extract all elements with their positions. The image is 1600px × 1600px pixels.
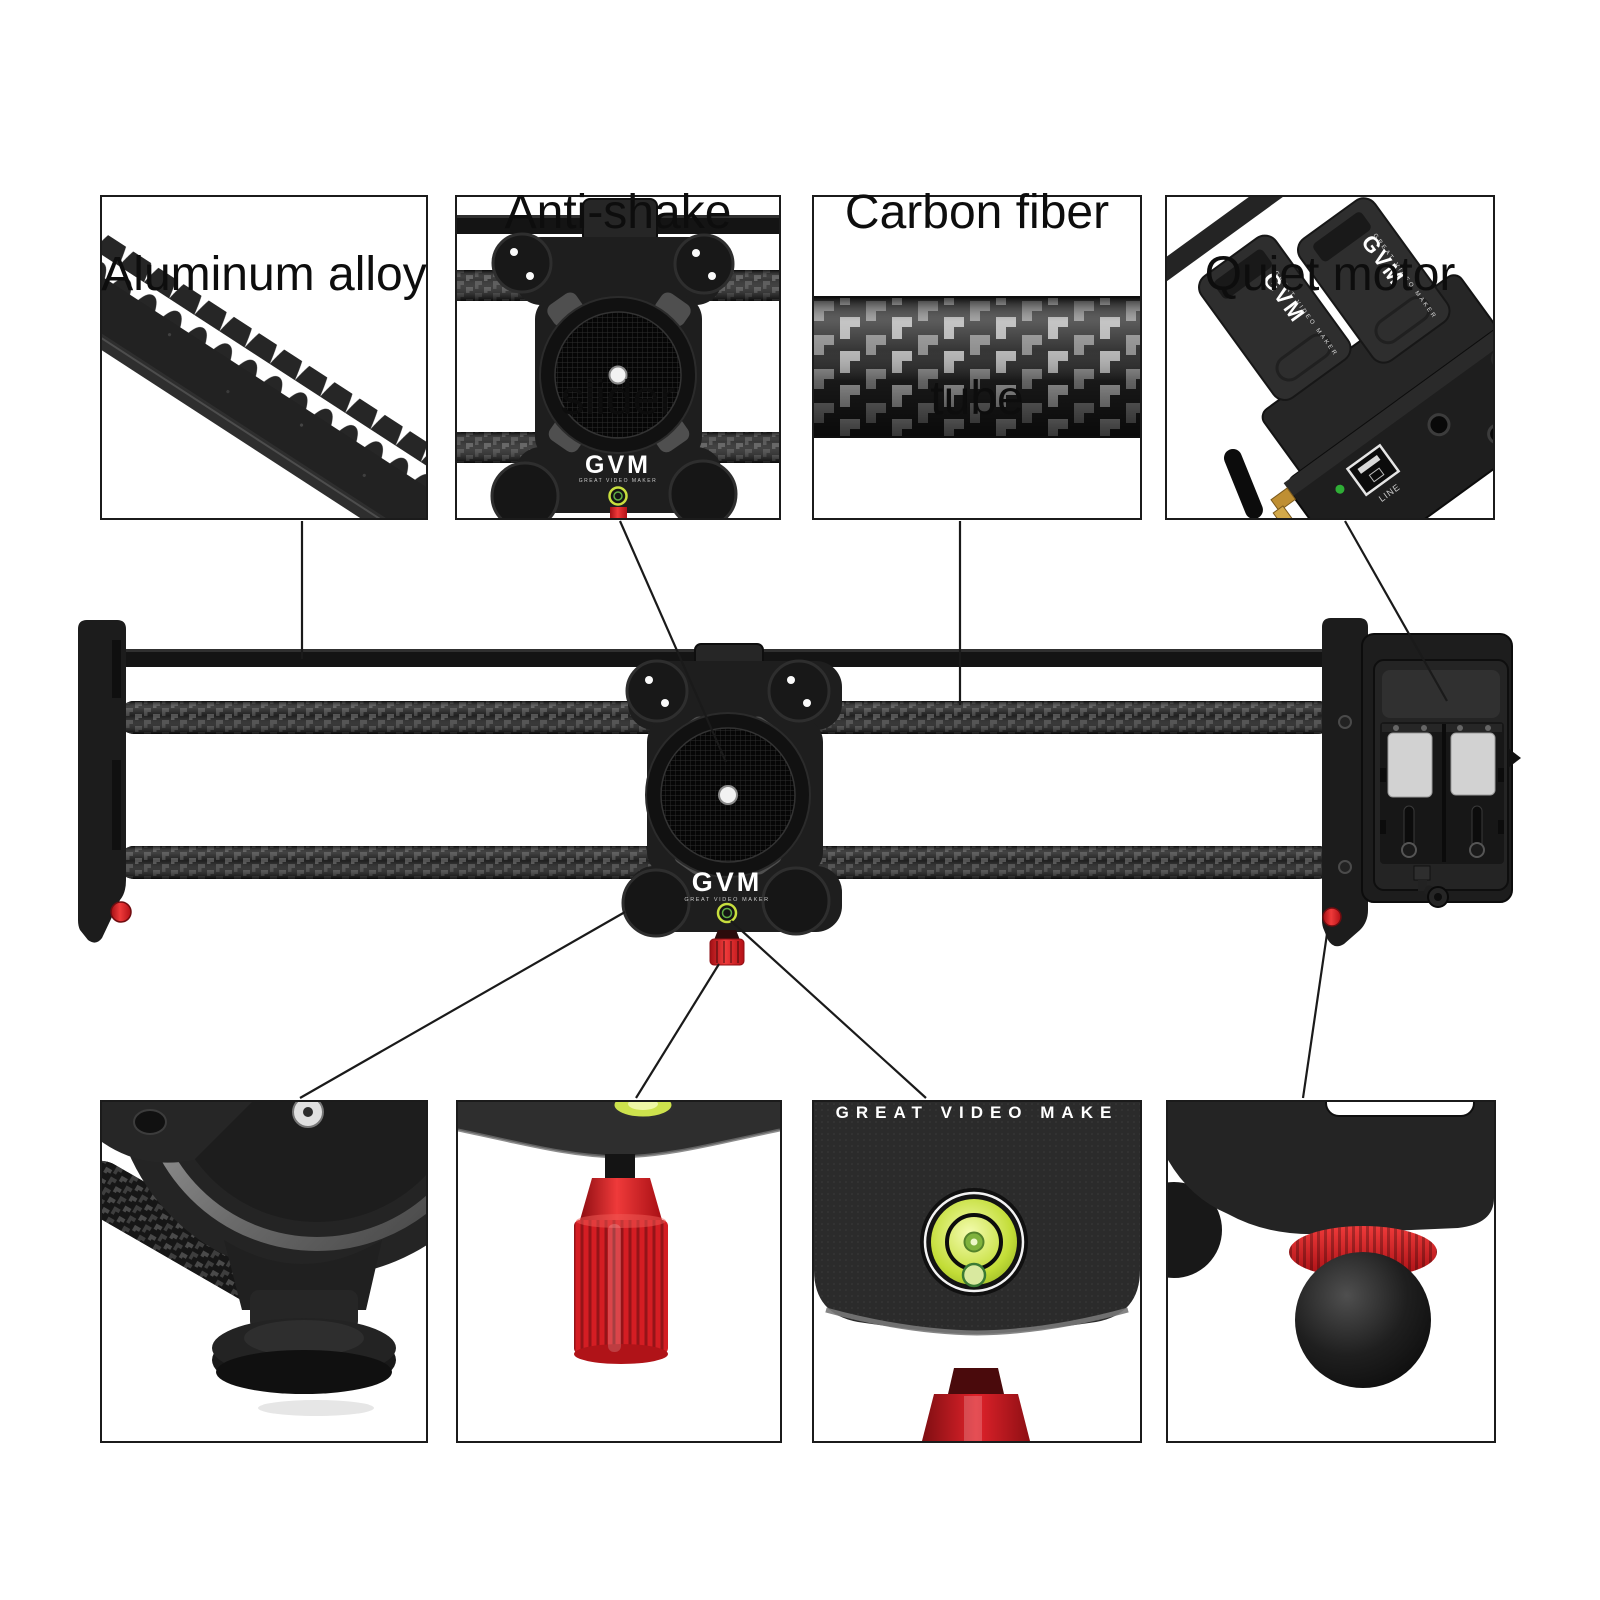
label-line: slider (560, 372, 676, 425)
label-line: Smooth bearing (86, 1592, 442, 1600)
carriage-logo: GVM (585, 451, 651, 479)
bubble-level-macro (920, 1188, 1028, 1296)
callout-label-gradienter: Gradienter (812, 1468, 1142, 1600)
battery-left: GVM GREAT VIDEO MAKER (1198, 234, 1352, 401)
quarter-inch-screw-hole (718, 785, 738, 805)
connector-line-lock-knob (635, 963, 720, 1099)
battery-plate-left (1387, 732, 1433, 798)
carriage-edge-plate (458, 1102, 780, 1159)
carriage-pad (625, 659, 689, 723)
label-line: Aluminum alloy (101, 248, 427, 301)
timing-belt (102, 197, 426, 518)
callout-photo-anti-shake-slider: GVM GREAT VIDEO MAKER (455, 195, 781, 520)
status-led (1335, 484, 1345, 494)
callout-label-quiet-motor: Quiet motor (1165, 120, 1495, 430)
callout-photo-gradienter: GREAT VIDEO MAKE (812, 1100, 1142, 1443)
foot-ball (1295, 1252, 1431, 1388)
carriage-pad (761, 866, 831, 936)
carriage-logo-subtitle: GREAT VIDEO MAKER (579, 478, 657, 484)
end-cap-bracket (1168, 1102, 1494, 1235)
air-bubble (961, 1262, 987, 1288)
callout-label-lock-knob: Lock knob (456, 1468, 782, 1600)
carriage-pad (767, 659, 831, 723)
callout-photo-lock-knob (456, 1100, 782, 1443)
connector-line-quiet-motor (1344, 520, 1448, 702)
bubble-level-button (608, 486, 628, 506)
callout-label-smooth-bearing: Smooth bearing (86, 1468, 442, 1600)
left-foot-ball (1168, 1182, 1222, 1278)
carriage-logo: GVM (692, 867, 763, 897)
connector-lines (299, 520, 1448, 1099)
lock-knob-macro (574, 1154, 668, 1364)
label-line: Height djustable (1120, 1592, 1540, 1600)
callout-photo-smooth-bearing (100, 1100, 428, 1443)
callout-photo-aluminum-alloy (100, 195, 428, 520)
carry-handle-slot (1325, 1102, 1475, 1117)
left-adjustable-foot-knob (110, 901, 132, 923)
callout-photo-height-adjustable-feet (1166, 1100, 1496, 1443)
slider-carriage: GVM GREAT VIDEO MAKER (621, 643, 842, 966)
connector-line-anti-shake-slider (618, 520, 728, 763)
wifi-antenna (1223, 448, 1297, 518)
label-line: tube (930, 372, 1024, 425)
label-line: Quiet motor (1204, 248, 1456, 301)
bearing-assembly (102, 1102, 426, 1416)
motor-door-top-panel (1382, 670, 1500, 718)
motor-box (1361, 633, 1521, 908)
carriage-logo-subtitle: GREAT VIDEO MAKER (684, 897, 769, 903)
label-line: Anti-shake (504, 186, 732, 239)
right-end-cap (1322, 618, 1368, 947)
carriage-top-view: GVM GREAT VIDEO MAKER (490, 198, 738, 518)
lock-knob (709, 930, 745, 966)
plate-partial-logo-text: GREAT VIDEO MAKE (836, 1103, 1119, 1122)
label-line: Gradienter (812, 1592, 1142, 1600)
right-adjustable-foot-knob (1322, 907, 1342, 927)
left-end-cap (78, 620, 132, 943)
callout-label-carbon-fiber-tube: Carbon fiber tube (812, 58, 1142, 554)
antenna-connector (1413, 865, 1449, 908)
label-line: Carbon fiber (844, 186, 1110, 239)
callout-label-height-adjustable-feet: Height djustable feet (1120, 1468, 1540, 1600)
callout-photo-quiet-motor: GVM GREAT VIDEO MAKER GVM GREAT VIDEO MA… (1165, 195, 1495, 520)
lock-knob-tip (610, 507, 627, 518)
audio-jack (1427, 413, 1451, 437)
power-jack (1487, 423, 1493, 445)
callout-label-anti-shake-slider: Anti-shake slider (455, 58, 781, 554)
label-line: Lock knob (456, 1592, 782, 1600)
connector-line-gradienter (730, 920, 927, 1099)
callout-photo-carbon-fiber-tube (812, 195, 1142, 520)
motor-assembly: GVM GREAT VIDEO MAKER GVM GREAT VIDEO MA… (1167, 197, 1493, 518)
carriage-pad (621, 868, 691, 938)
door-latch (1508, 748, 1521, 768)
camera-mounting-plate (645, 712, 811, 878)
lock-knob-below (922, 1368, 1030, 1441)
bubble-level-button (716, 902, 738, 924)
callout-label-aluminum-alloy: Aluminum alloy (100, 120, 428, 430)
carbon-tube-macro (814, 296, 1140, 438)
battery-plate-right (1450, 732, 1496, 796)
connector-line-smooth-bearing (299, 911, 626, 1099)
connector-line-height-adjustable-feet (1301, 926, 1330, 1099)
